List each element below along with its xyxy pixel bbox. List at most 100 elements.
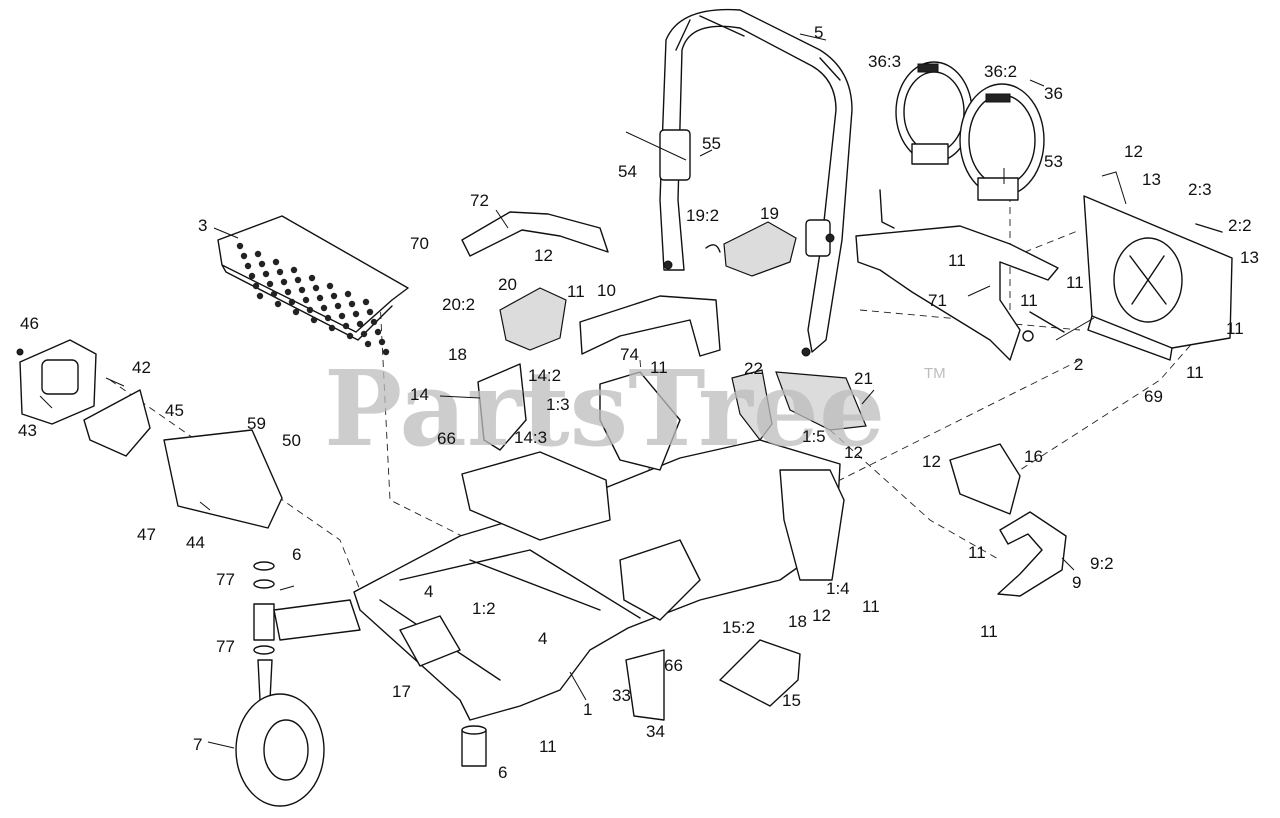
callout-5: 5 xyxy=(814,23,823,42)
perforation-hole xyxy=(312,284,320,292)
perforation-hole xyxy=(252,282,260,290)
perforation-hole xyxy=(342,322,350,330)
callout-12-c: 12 xyxy=(844,443,863,462)
perforation-hole xyxy=(346,332,354,340)
perforation-hole xyxy=(292,308,300,316)
callout-labels: 1 1:2 1:3 1:4 1:5 2 2:2 2:3 3 4 4 5 6 6 … xyxy=(18,23,1259,782)
callout-11-i: 11 xyxy=(862,597,880,616)
perforation-hole xyxy=(330,292,338,300)
callout-66-b: 66 xyxy=(664,656,683,675)
perforation-hole xyxy=(344,290,352,298)
callout-42: 42 xyxy=(132,358,151,377)
callout-77-b: 77 xyxy=(216,637,235,656)
callout-19-2: 19:2 xyxy=(686,206,719,225)
perforation-hole xyxy=(270,290,278,298)
callout-2-2: 2:2 xyxy=(1228,216,1252,235)
callout-9-2: 9:2 xyxy=(1090,554,1114,573)
callout-14: 14 xyxy=(410,385,429,404)
fan-shroud-plate-part-2 xyxy=(1083,195,1233,361)
perforation-hole xyxy=(244,262,252,270)
perforation-hole xyxy=(240,252,248,260)
perforation-hole xyxy=(262,270,270,278)
main-frame-part-1 xyxy=(353,371,845,721)
perforation-hole xyxy=(316,294,324,302)
callout-12-b: 12 xyxy=(1124,142,1143,161)
callout-15: 15 xyxy=(782,691,801,710)
callout-33: 33 xyxy=(612,686,631,705)
callout-36-2: 36:2 xyxy=(984,62,1017,81)
callout-20-2: 20:2 xyxy=(442,295,475,314)
bracket-parts-10-14-20 xyxy=(477,287,721,451)
callout-77-a: 77 xyxy=(216,570,235,589)
callout-17: 17 xyxy=(392,682,411,701)
callout-14-2: 14:2 xyxy=(528,366,561,385)
callout-21: 21 xyxy=(854,369,873,388)
callout-6-b: 6 xyxy=(498,763,507,782)
perforation-hole xyxy=(248,272,256,280)
bracket-part-19 xyxy=(705,221,797,277)
perforation-hole xyxy=(328,324,336,332)
perforation-hole xyxy=(280,278,288,286)
bracket-parts-33-34 xyxy=(625,649,665,721)
callout-45: 45 xyxy=(165,401,184,420)
callout-12-a: 12 xyxy=(534,246,553,265)
watermark-text: PartsTree xyxy=(324,347,885,470)
callout-11-e: 11 xyxy=(1066,273,1084,292)
callout-53: 53 xyxy=(1044,152,1063,171)
callout-47: 47 xyxy=(137,525,156,544)
callout-leaders xyxy=(39,33,1127,749)
perforation-hole xyxy=(356,320,364,328)
callout-1-3: 1:3 xyxy=(546,395,570,414)
perforation-hole xyxy=(254,250,262,258)
callout-13-a: 13 xyxy=(1142,170,1161,189)
watermark-trademark: TM xyxy=(924,365,946,382)
callout-11-f: 11 xyxy=(1226,319,1244,338)
floor-plate-part-3 xyxy=(217,215,409,356)
callout-11-c: 11 xyxy=(948,251,966,270)
perforation-hole xyxy=(276,268,284,276)
control-panel-parts-42-43-44 xyxy=(16,339,283,529)
perforation-hole xyxy=(370,318,378,326)
perforation-hole xyxy=(258,260,266,268)
perforation-hole xyxy=(308,274,316,282)
callout-72: 72 xyxy=(470,191,489,210)
callout-2-3: 2:3 xyxy=(1188,180,1212,199)
callout-18-b: 18 xyxy=(788,612,807,631)
perforation-hole xyxy=(294,276,302,284)
callout-15-2: 15:2 xyxy=(722,618,755,637)
fender-parts-9-16-15 xyxy=(719,443,1067,707)
callout-69: 69 xyxy=(1144,387,1163,406)
callout-50: 50 xyxy=(282,431,301,450)
callout-34: 34 xyxy=(646,722,665,741)
callout-66-a: 66 xyxy=(437,429,456,448)
perforation-hole xyxy=(290,266,298,274)
callout-11-k: 11 xyxy=(539,737,557,756)
callout-11-b: 11 xyxy=(650,358,668,377)
perforation-hole xyxy=(324,314,332,322)
perforation-hole xyxy=(352,310,360,318)
callout-44: 44 xyxy=(186,533,205,552)
callout-1-2: 1:2 xyxy=(472,599,496,618)
callout-3: 3 xyxy=(198,216,207,235)
perforation-hole xyxy=(302,296,310,304)
callout-12-e: 12 xyxy=(812,606,831,625)
callout-11-a: 11 xyxy=(567,282,585,301)
callout-22: 22 xyxy=(744,359,763,378)
perforation-hole xyxy=(306,306,314,314)
callout-2: 2 xyxy=(1074,355,1083,374)
perforation-hole xyxy=(334,302,342,310)
callout-1: 1 xyxy=(583,700,592,719)
callout-36: 36 xyxy=(1044,84,1063,103)
callout-7: 7 xyxy=(193,735,202,754)
callout-16: 16 xyxy=(1024,447,1043,466)
callout-12-d: 12 xyxy=(922,452,941,471)
heat-shield-parts-21-22 xyxy=(731,369,867,441)
perforation-hole xyxy=(274,300,282,308)
callout-1-4: 1:4 xyxy=(826,579,850,598)
callout-11-j: 11 xyxy=(980,622,998,641)
callout-59: 59 xyxy=(247,414,266,433)
bracket-part-72 xyxy=(461,211,609,257)
perforation-hole xyxy=(310,316,318,324)
perforation-hole xyxy=(298,286,306,294)
